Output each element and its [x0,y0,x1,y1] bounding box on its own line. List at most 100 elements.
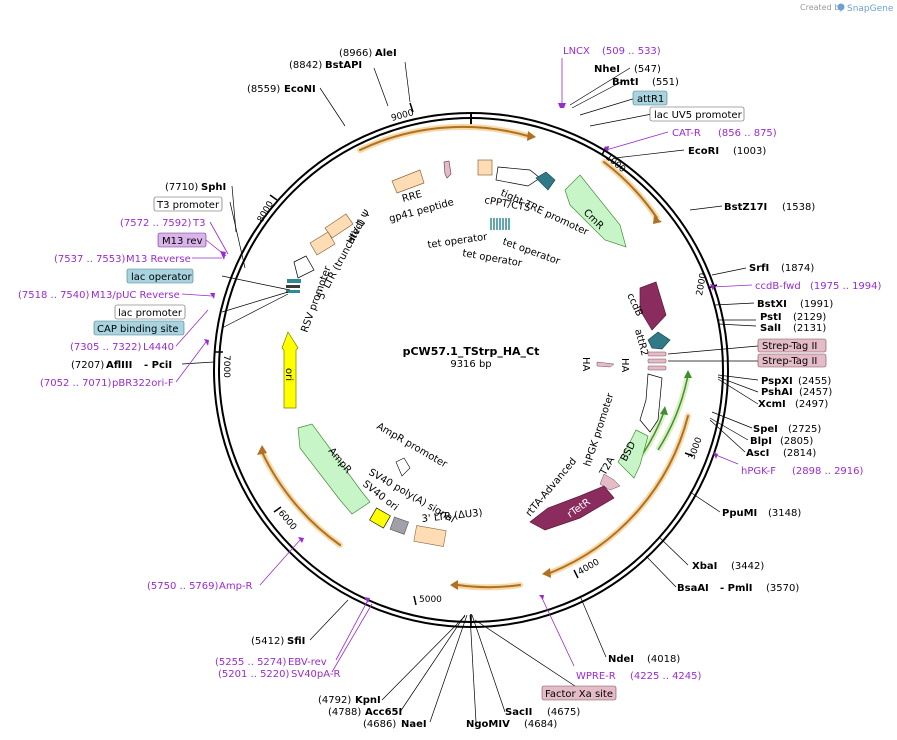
site-pspxi-pos: (2455) [798,376,831,387]
attr1-box [632,90,668,106]
attr1-box-label[interactable]: attR1 [637,94,664,105]
site-ecori-name[interactable]: EcoRI [688,146,719,157]
site-sali-pos: (2131) [793,323,826,334]
t3-promoter-box-label[interactable]: T3 promoter [156,200,220,211]
site-pmli-name[interactable]: - PmlI [720,583,753,594]
site-ndei-name[interactable]: NdeI [608,654,634,665]
attr2-feature [647,331,671,350]
ha-feature [596,361,615,368]
site-ppumi-name[interactable]: PpuMI [722,508,757,519]
cap-site-box-label[interactable]: CAP binding site [97,324,179,335]
primer-m13puc-name[interactable]: M13/pUC Reverse [91,290,180,301]
site-afliii-name[interactable]: AflIII [106,360,132,371]
strep-tag-box-2-label[interactable]: Strep-Tag II [762,356,817,367]
primer-sv40par-name[interactable]: SV40pA-R [291,669,340,680]
site-srfi-name[interactable]: SrfI [749,263,769,274]
created-by-label: Created by [800,3,844,12]
primer-pbr322-name[interactable]: pBR322ori-F [112,378,174,389]
site-xcmi-name[interactable]: XcmI [758,399,786,410]
site-naei-name[interactable]: NaeI [401,719,427,730]
site-kpni-name[interactable]: KpnI [355,695,381,706]
primer-l4440-range: (7305 .. 7322) [70,342,142,353]
site-econi-name[interactable]: EcoNI [284,84,316,95]
orf-arc-top [359,125,529,151]
factor-xa-box [541,685,617,701]
rsv-promoter-feature [293,255,315,279]
site-sfii-name[interactable]: SfiI [287,636,305,647]
primer-t3-name[interactable]: T3 [192,218,205,229]
site-bstz17i-name[interactable]: BstZ17I [724,202,767,213]
orf-arc-right-head [542,568,551,578]
site-spei-name[interactable]: SpeI [753,424,778,435]
site-kpni-pos: (4792) [318,695,351,706]
tet-operator-block [490,218,510,230]
site-blpi-pos: (2805) [780,436,813,447]
site-acc65i-name[interactable]: Acc65I [365,707,402,718]
gp41-label: gp41 peptide [388,197,455,225]
site-sacii-name[interactable]: SacII [505,707,532,718]
site-pshai-name[interactable]: PshAI [761,387,793,398]
primer-wprer-name[interactable]: WPRE-R [576,671,616,682]
site-bstxi-pos: (1991) [800,299,833,310]
primer-lncx-name[interactable]: LNCX [563,46,590,57]
primer-t3-range: (7572 .. 7592) [120,218,192,229]
site-sali-name[interactable]: SalI [760,323,781,334]
tick-label-2000: 2000 [695,272,709,297]
hpgk-promoter-feature [639,373,663,433]
site-bstapi-name[interactable]: BstAPI [325,60,362,71]
site-xbai-pos: (3442) [731,561,764,572]
site-pcii-name[interactable]: - PciI [144,360,172,371]
t2a-feature [599,473,621,491]
site-blpi-name[interactable]: BlpI [750,436,772,447]
plasmid-name: pCW57.1_TStrp_HA_Ct [403,345,540,358]
attr2-label: attR2 [632,328,650,357]
primer-m13-reverse-name[interactable]: M13 Reverse [126,254,191,265]
lac-operator-box [126,268,194,284]
site-bsaai-name[interactable]: BsaAI [677,583,709,594]
orf-arc-cm-halo [601,159,660,221]
strep-tag-box-1-label[interactable]: Strep-Tag II [762,341,817,352]
site-bstxi-name[interactable]: BstXI [757,299,787,310]
lac-operator-box-label[interactable]: lac operator [131,272,192,283]
site-ngomiv-name[interactable]: NgoMIV [466,719,510,730]
m13-rev-box [157,232,207,248]
m13-rev-box-label[interactable]: M13 rev [162,236,203,247]
tet-operator-label-1: tet operator [427,232,489,251]
primer-ebvrev-name[interactable]: EBV-rev [288,657,327,668]
primer-hpgkf-name[interactable]: hPGK-F [741,466,776,477]
site-psti-name[interactable]: PstI [760,312,782,323]
orf-arc-cm-head [653,216,662,224]
strep-tag-box-2 [757,353,827,368]
primer-catr-name[interactable]: CAT-R [672,128,701,139]
site-bmti-name[interactable]: BmtI [612,77,639,88]
bsd-arc-head2 [660,406,668,415]
site-sfii-pos: (5412) [251,636,284,647]
primer-lines [175,58,753,673]
lac-uv5-box-label[interactable]: lac UV5 promoter [654,110,743,121]
site-asci-name[interactable]: AscI [746,448,769,459]
site-naei-pos: (4686) [363,719,396,730]
primer-ebvrev-range: (5255 .. 5274) [215,657,287,668]
primer-m13-reverse-range: (7537 .. 7553) [54,254,126,265]
site-pspxi-name[interactable]: PspXI [761,376,793,387]
site-xbai-name[interactable]: XbaI [692,561,717,572]
site-alei-name[interactable]: AleI [375,48,397,59]
site-asci-pos: (2814) [783,448,816,459]
hpgk-label: hPGK promoter [582,391,616,468]
site-sphi-name[interactable]: SphI [201,182,226,193]
site-ngomiv-pos: (4684) [524,719,557,730]
primer-ampr-name[interactable]: Amp-R [219,581,253,592]
site-nhei-name[interactable]: NheI [594,64,620,75]
site-econi-pos: (8559) [247,84,280,95]
site-alei-pos: (8966) [339,48,372,59]
primer-ccdbfwd-name[interactable]: ccdB-fwd [755,281,801,292]
site-srfi-pos: (1874) [781,263,814,274]
primer-m13puc-range: (7518 .. 7540) [18,290,90,301]
rtetr-feature [529,485,615,531]
ltr5-feature [309,231,336,256]
primer-l4440-name[interactable]: L4440 [143,342,174,353]
tick-9000 [409,102,414,113]
factor-xa-box-label[interactable]: Factor Xa site [545,689,613,700]
lac-promoter-box-label[interactable]: lac promoter [118,308,183,319]
site-pshai-pos: (2457) [799,387,832,398]
